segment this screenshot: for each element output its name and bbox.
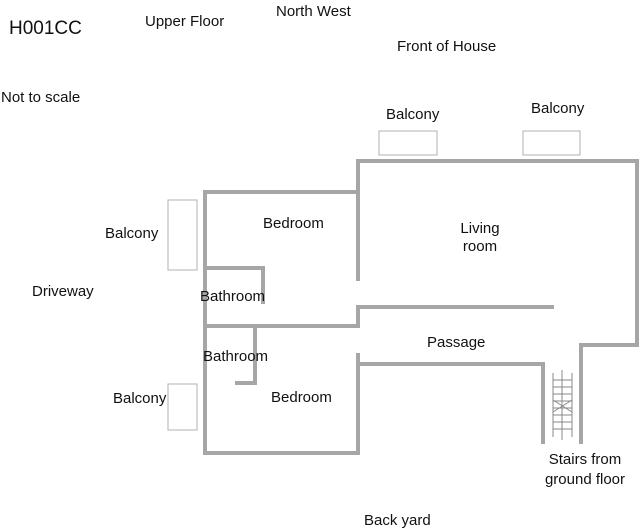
room-bedroom-bottom: Bedroom [271,389,332,406]
balcony-label: Balcony [386,106,440,123]
wall [356,159,639,444]
plan-id: H001CC [9,18,82,39]
room-passage: Passage [427,334,486,351]
room-living-line2: room [462,238,498,255]
stairs-label-line1: Stairs from [548,451,622,468]
wall [203,305,554,328]
wall [356,362,545,444]
stairs-label-line2: ground floor [544,471,626,488]
balcony-label: Balcony [113,390,167,407]
floor-label: Upper Floor [145,13,225,30]
balcony-outline [522,130,581,156]
balcony-outline [167,383,198,431]
balcony-outline [378,130,438,156]
stairs-icon [552,370,573,440]
wall [203,190,360,455]
driveway-label: Driveway [32,283,94,300]
wall [235,324,257,385]
orientation-label: North West [276,3,351,20]
balcony-label: Balcony [531,100,585,117]
balcony-label: Balcony [105,225,159,242]
room-living-line1: Living [460,220,500,237]
wall [203,266,265,304]
stairs-label: Stairs from ground floor [535,450,635,490]
room-bathroom-bottom: Bathroom [203,348,269,365]
back-yard-label: Back yard [364,512,431,529]
balcony-outline [167,199,198,271]
scale-note: Not to scale [1,89,81,106]
room-bedroom-top: Bedroom [263,215,324,232]
front-label: Front of House [397,38,497,55]
room-living: Living room [440,220,520,256]
room-bathroom-top: Bathroom [200,288,266,305]
